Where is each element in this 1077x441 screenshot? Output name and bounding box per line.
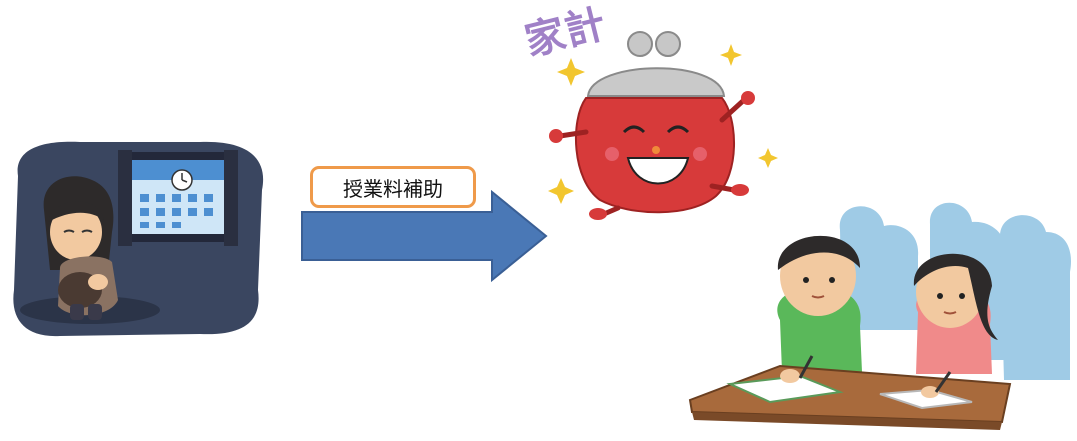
sad-girl (43, 176, 118, 320)
coin-purse-illustration (548, 31, 778, 220)
right-arrow (301, 189, 548, 283)
window-icon (118, 150, 238, 246)
boy-student (777, 235, 862, 372)
sad-student-illustration (13, 141, 264, 337)
arrow-label: 授業料補助 (310, 166, 476, 208)
sparkle-icon (548, 44, 778, 204)
girl-student (913, 253, 998, 374)
studying-students-illustration (688, 202, 1071, 430)
